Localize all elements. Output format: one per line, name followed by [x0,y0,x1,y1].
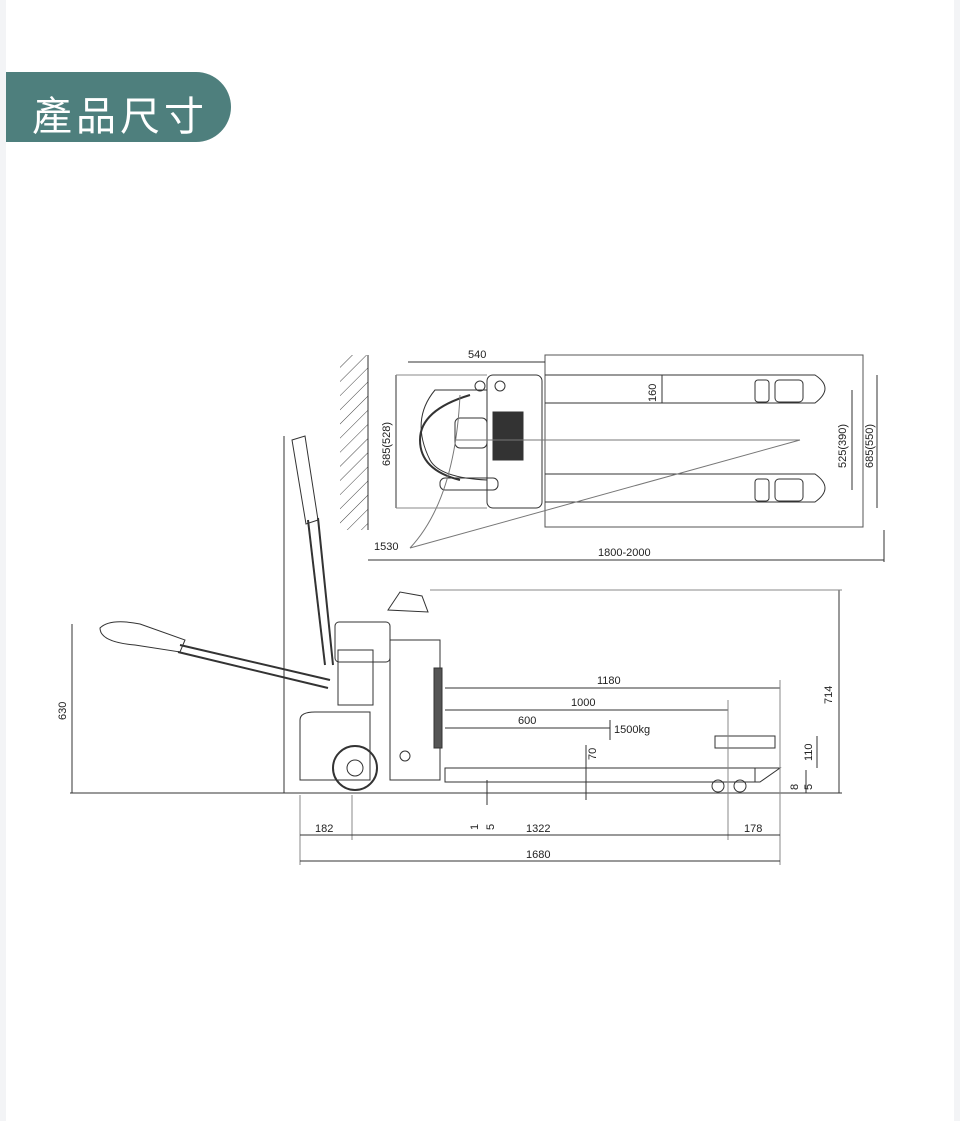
fork-upper [545,374,826,404]
dim-label-110: 110 [803,743,815,761]
dim-label-capacity: 1500kg [614,724,650,736]
fork-roller-upper-b [774,379,804,403]
fork-roller-lower-a [754,478,770,502]
turning-radius-arc [409,394,461,549]
dim-label-540: 540 [468,349,486,361]
dim-label-182: 182 [315,823,333,835]
load-roller-a [711,779,725,793]
dim-label-685-528: 685(528) [381,422,393,466]
side-view [70,435,842,865]
control-housing [334,621,391,663]
charge-port [399,750,411,762]
dim-label-1680: 1680 [526,849,550,861]
fork-tip-side [754,767,782,783]
fork-roller-upper-a [754,379,770,403]
drive-wheel-hub [346,759,364,777]
turning-radius-line [409,439,801,549]
dim-label-714: 714 [823,686,835,704]
fork-lower [545,473,826,503]
section-title: 產品尺寸 [32,94,208,140]
dim-label-5: 5 [485,824,497,830]
dim-label-160: 160 [647,384,659,402]
drive-wheel [332,745,378,791]
dim-label-8: 8 [789,784,801,790]
top-view [340,354,885,562]
dim-label-1000: 1000 [571,697,595,709]
tiller-arm-raised-a [307,519,326,666]
dim-label-8-sub: 5 [803,784,815,790]
drive-wheel-cover [418,394,471,481]
tiller-arm-lowered-a [179,644,331,681]
tiller-handle-top [439,477,499,491]
display-unit [387,591,429,613]
hydraulic-unit [337,649,374,706]
fork-side [444,767,756,783]
dim-label-1800-2000: 1800-2000 [598,547,651,559]
tiller-head-lowered [99,621,186,653]
drive-cover [299,711,371,781]
fork-envelope [544,354,864,528]
tiller-arm-raised-b [317,517,334,666]
wall-hatch [340,355,368,530]
dim-label-600: 600 [518,715,536,727]
dim-label-685-550: 685(550) [864,424,876,468]
section-title-tab: 產品尺寸 [6,72,231,142]
dim-label-1180: 1180 [597,675,621,687]
fork-roller-lower-b [774,478,804,502]
tiller-head-raised [291,435,319,525]
dim-label-1530: 1530 [374,541,398,553]
key-switch-top [494,380,506,392]
emergency-switch-top [474,380,486,392]
fork-raised-tip [714,735,776,749]
dim-label-1: 1 [469,824,481,830]
battery-housing [389,639,441,781]
battery-slot [433,667,443,749]
dim-label-630: 630 [57,702,69,720]
tiller-head-top [454,417,488,449]
dim-label-525-390: 525(390) [837,424,849,468]
dim-label-1322: 1322 [526,823,550,835]
dim-label-70: 70 [587,748,599,760]
chassis-top [420,389,488,481]
dim-label-178: 178 [744,823,762,835]
tiller-arm-lowered-b [177,651,329,689]
battery-pack-top [492,411,524,461]
load-roller-b [733,779,747,793]
